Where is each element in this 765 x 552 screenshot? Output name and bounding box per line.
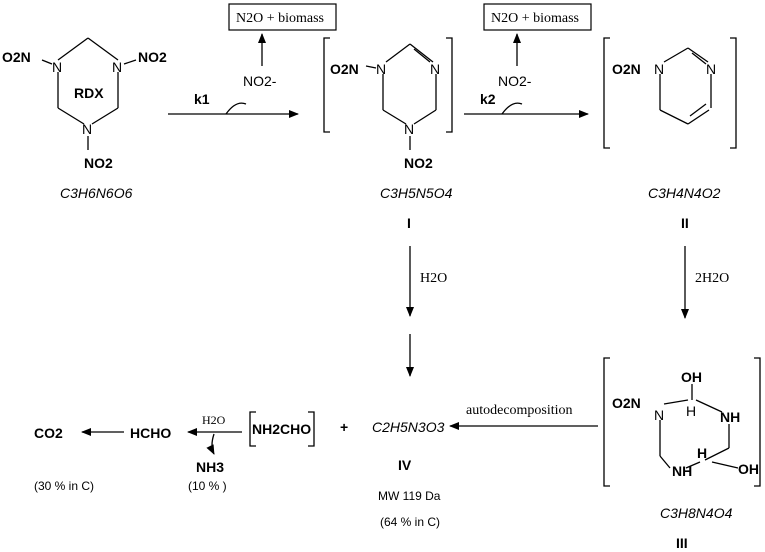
rdx-label: RDX — [74, 85, 104, 101]
arrow-to-nh3 — [206, 433, 215, 455]
leaving-group-1: NO2- — [243, 73, 277, 89]
nh3-label: NH3 — [196, 459, 224, 475]
intermediate-iii-nh: NH — [720, 409, 740, 425]
intermediate-iii-molecule: N OH H NH H NH OH O2N — [603, 357, 761, 487]
intermediate-iii-h: H — [686, 403, 696, 419]
curved-arrow-k2 — [501, 102, 523, 115]
co2-yield: (30 % in C) — [34, 479, 94, 493]
autodecomposition-label: autodecomposition — [466, 403, 573, 418]
intermediate-iii-label: III — [676, 535, 688, 551]
intermediate-ii-formula: C3H4N4O2 — [648, 185, 721, 201]
product-iv-mw: MW 119 Da — [378, 489, 441, 503]
intermediate-i-atom: N — [430, 61, 440, 77]
rdx-nitro-right: NO2 — [138, 49, 167, 65]
water-i: H2O — [420, 271, 447, 286]
svg-text:N: N — [112, 59, 122, 75]
intermediate-ii-nitro-left: O2N — [612, 61, 641, 77]
rdx-nitro-left: O2N — [2, 49, 31, 65]
products-box-1: N2O + biomass — [228, 3, 337, 31]
product-iv-label: IV — [398, 457, 412, 473]
intermediate-i-formula: C3H5N5O4 — [380, 185, 453, 201]
svg-text:N: N — [82, 121, 92, 137]
intermediate-i-molecule: N N N O2N NO2 — [323, 37, 453, 171]
svg-text:NH: NH — [672, 463, 692, 479]
intermediate-i-nitro-left: O2N — [330, 61, 359, 77]
formamide-bracket: NH2CHO — [249, 411, 315, 447]
products-text-2: N2O + biomass — [491, 11, 579, 26]
plus-sign: + — [340, 419, 348, 435]
rdx-formula: C3H6N6O6 — [60, 185, 133, 201]
intermediate-ii-molecule: N N O2N — [603, 37, 737, 149]
intermediate-ii-atom: N — [706, 61, 716, 77]
svg-text:N: N — [654, 61, 664, 77]
svg-text:N: N — [376, 61, 386, 77]
water-ii: 2H2O — [695, 271, 729, 286]
intermediate-i-label: I — [407, 215, 411, 231]
leaving-group-2: NO2- — [498, 73, 532, 89]
formamide-label: NH2CHO — [252, 421, 311, 437]
co2-label: CO2 — [34, 425, 63, 441]
nh3-yield: (10 % ) — [188, 479, 227, 493]
rate-k1: k1 — [194, 91, 210, 107]
svg-text:H: H — [697, 445, 707, 461]
rate-k2: k2 — [480, 91, 496, 107]
intermediate-iii-formula: C3H8N4O4 — [660, 505, 733, 521]
intermediate-ii-label: II — [681, 215, 689, 231]
rdx-nitro-bottom: NO2 — [84, 155, 113, 171]
intermediate-i-nitro-bottom: NO2 — [404, 155, 433, 171]
hcho-label: HCHO — [130, 425, 171, 441]
water-hcho: H2O — [202, 413, 226, 427]
product-iv-formula: C2H5N3O3 — [372, 419, 445, 435]
intermediate-iii-nitro-left: O2N — [612, 395, 641, 411]
curved-arrow-k1 — [225, 102, 247, 115]
product-iv-yield: (64 % in C) — [380, 515, 440, 529]
products-text-1: N2O + biomass — [236, 11, 324, 26]
intermediate-iii-oh-top: OH — [681, 369, 702, 385]
products-box-2: N2O + biomass — [483, 3, 592, 31]
svg-text:N: N — [654, 407, 664, 423]
intermediate-iii-oh-right: OH — [738, 461, 759, 477]
svg-text:N: N — [52, 59, 62, 75]
rdx-molecule: N N N RDX O2N NO2 NO2 — [2, 37, 167, 171]
svg-text:N: N — [404, 121, 414, 137]
